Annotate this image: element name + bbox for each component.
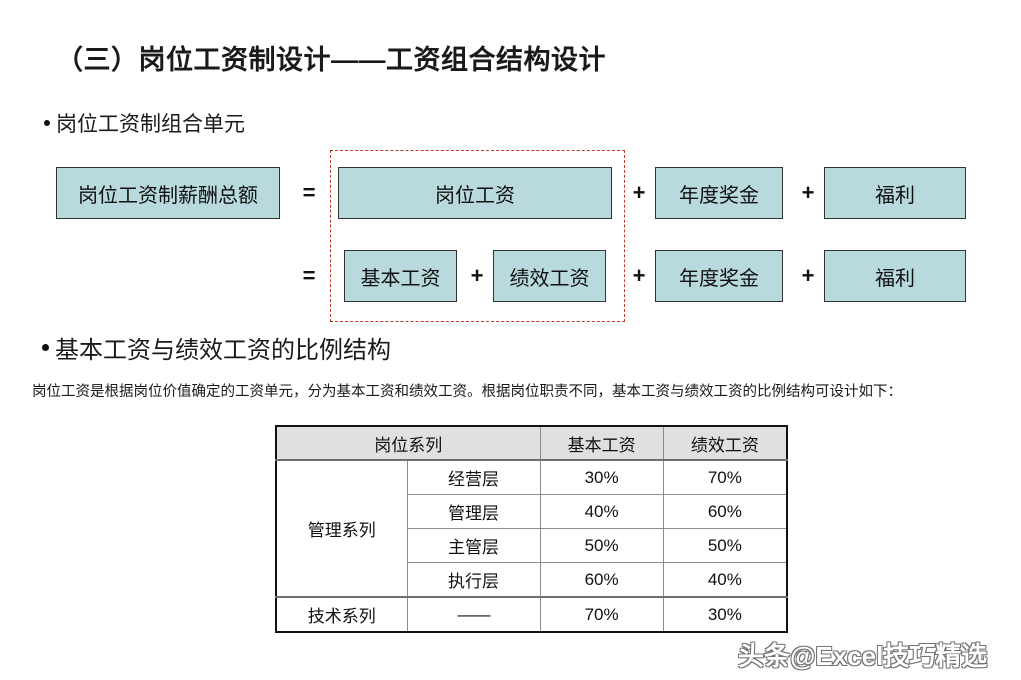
cell-level-dash: —— bbox=[406, 596, 541, 633]
cell-base-ratio: 40% bbox=[539, 494, 664, 529]
column-header-job-series: 岗位系列 bbox=[275, 425, 541, 461]
table-row: 管理系列 经营层 30% 70% bbox=[275, 459, 788, 598]
cell-base-ratio: 30% bbox=[539, 459, 664, 495]
body-paragraph: 岗位工资是根据岗位价值确定的工资单元，分为基本工资和绩效工资。根据岗位职责不同，… bbox=[32, 384, 902, 400]
box-total-compensation[interactable]: 岗位工资制薪酬总额 bbox=[56, 167, 280, 219]
cell-level: 管理层 bbox=[406, 494, 541, 529]
plus-sign-row2-c: + bbox=[801, 263, 815, 288]
cell-level: 执行层 bbox=[406, 562, 541, 598]
plus-sign-row1-a: + bbox=[632, 180, 646, 205]
plus-sign-row2-b: + bbox=[632, 263, 646, 288]
bullet-item-ratio-structure: 基本工资与绩效工资的比例结构 bbox=[42, 330, 391, 365]
cell-level: 经营层 bbox=[406, 459, 541, 495]
cell-level: 主管层 bbox=[406, 528, 541, 563]
bullet-item-composition-unit: 岗位工资制组合单元 bbox=[44, 108, 245, 138]
column-header-base-salary: 基本工资 bbox=[539, 425, 664, 461]
cell-base-ratio: 70% bbox=[539, 596, 664, 633]
table-body: 管理系列 经营层 30% 70% 管理层 40% 60% 主管层 50% 50%… bbox=[275, 459, 788, 633]
bullet-dot-icon bbox=[42, 344, 49, 351]
table-header-row: 岗位系列 基本工资 绩效工资 bbox=[275, 425, 788, 461]
salary-ratio-table: 岗位系列 基本工资 绩效工资 管理系列 经营层 30% 70% 管理层 40% … bbox=[275, 425, 788, 633]
cell-perf-ratio: 70% bbox=[662, 459, 788, 495]
box-post-salary[interactable]: 岗位工资 bbox=[338, 167, 612, 219]
column-header-performance-salary: 绩效工资 bbox=[662, 425, 788, 461]
bullet-two-label: 基本工资与绩效工资的比例结构 bbox=[55, 337, 391, 364]
page-title: （三）岗位工资制设计——工资组合结构设计 bbox=[56, 45, 606, 75]
cell-perf-ratio: 60% bbox=[662, 494, 788, 529]
cell-perf-ratio: 30% bbox=[662, 596, 788, 633]
equals-sign-row2: = bbox=[302, 263, 316, 288]
box-annual-bonus-row1[interactable]: 年度奖金 bbox=[655, 167, 783, 219]
box-annual-bonus-row2[interactable]: 年度奖金 bbox=[655, 250, 783, 302]
table-row: 主管层 50% 50% bbox=[276, 528, 788, 563]
table-header: 岗位系列 基本工资 绩效工资 bbox=[275, 425, 788, 461]
box-performance-salary[interactable]: 绩效工资 bbox=[493, 250, 606, 302]
cell-perf-ratio: 40% bbox=[662, 562, 788, 598]
cell-base-ratio: 60% bbox=[539, 562, 664, 598]
cell-series-technical: 技术系列 bbox=[275, 596, 408, 633]
cell-base-ratio: 50% bbox=[539, 528, 664, 563]
box-welfare-row1[interactable]: 福利 bbox=[824, 167, 966, 219]
dashed-highlight-region bbox=[330, 150, 625, 322]
bullet-dot-icon bbox=[44, 120, 50, 126]
box-base-salary[interactable]: 基本工资 bbox=[344, 250, 457, 302]
cell-series-management: 管理系列 bbox=[275, 459, 408, 598]
box-welfare-row2[interactable]: 福利 bbox=[824, 250, 966, 302]
table-row: 技术系列 —— 70% 30% bbox=[275, 596, 788, 633]
plus-sign-row1-b: + bbox=[801, 180, 815, 205]
plus-sign-row2-a: + bbox=[470, 263, 484, 288]
watermark-text: 头条@Excel技巧精选 bbox=[738, 641, 988, 671]
table-row: 执行层 60% 40% bbox=[276, 562, 788, 598]
table-row: 管理层 40% 60% bbox=[276, 494, 788, 529]
cell-perf-ratio: 50% bbox=[662, 528, 788, 563]
equals-sign-row1: = bbox=[302, 180, 316, 205]
bullet-one-label: 岗位工资制组合单元 bbox=[56, 113, 245, 136]
